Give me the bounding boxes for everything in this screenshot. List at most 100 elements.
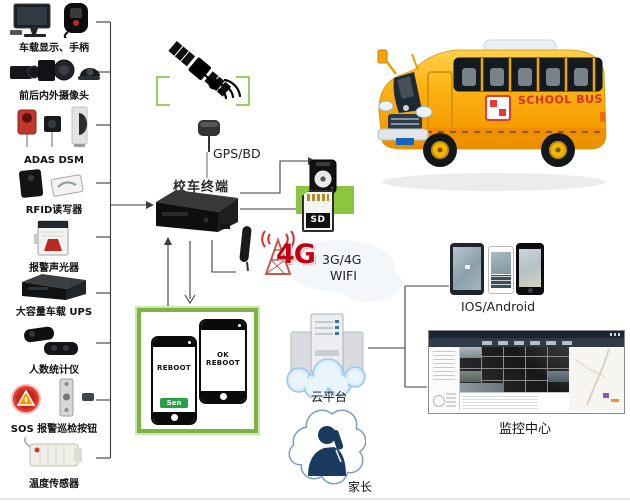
- window-buttons: [610, 333, 622, 336]
- reboot-command-panel: REBOOT Sen OK REBOOT: [137, 308, 258, 433]
- network-label-3g4g: 3G/4G: [322, 252, 362, 267]
- sd-label: SD: [306, 213, 330, 228]
- phone-top-bar: [153, 338, 195, 347]
- temperature-sensor-icon: [23, 436, 82, 467]
- device-label: 温度传感器: [29, 479, 79, 490]
- bus-side-text: SCHOOL BUS: [518, 93, 603, 107]
- mobile-apps-group: [450, 240, 550, 300]
- phone-ok-reboot-text: OK REBOOT: [206, 351, 240, 367]
- network-label-wifi: WIFI: [330, 268, 357, 283]
- monitoring-center-label: 监控中心: [498, 422, 551, 437]
- toolbar-icon: [497, 340, 508, 345]
- device-row: SOS 报警巡检按钮: [2, 377, 106, 436]
- device-row: 车载显示、手柄: [2, 2, 106, 55]
- sd-card-icon: SD: [302, 190, 334, 232]
- phone-bottom-bar: [201, 391, 245, 402]
- phone-top-bar: [201, 321, 245, 330]
- tower-4g-icon: [261, 230, 295, 275]
- bus-icon: SCHOOL BUS: [377, 39, 607, 191]
- people-counter-icon: [24, 326, 78, 355]
- cms-device-tree-panel: [429, 347, 460, 411]
- device-label: 报警声光器: [29, 263, 79, 274]
- black-phone-home: [527, 288, 533, 293]
- device-label: 人数统计仪: [29, 365, 79, 376]
- white-phone-screen: [491, 252, 511, 274]
- mdvr-icon: [156, 190, 238, 232]
- device-label: 大容量车载 UPS: [15, 307, 93, 318]
- tablet-map-marker: [465, 264, 471, 269]
- cms-main: [429, 347, 624, 411]
- device-tree: [433, 350, 455, 380]
- map-roads: [574, 348, 619, 406]
- toolbar-icon: [529, 340, 540, 345]
- phone-reboot: REBOOT Sen: [151, 336, 197, 425]
- device-label: 前后内外摄像头: [19, 91, 89, 102]
- monitoring-center-window: [428, 330, 625, 414]
- black-phone-icon: [516, 243, 544, 295]
- terminal-label: 校车终端: [172, 180, 229, 195]
- page-bottom-rule: [0, 498, 630, 500]
- device-label: 车载显示、手柄: [19, 43, 89, 54]
- device-label: SOS 报警巡检按钮: [10, 424, 98, 435]
- rfid-reader-icon: [18, 169, 84, 198]
- video-thumbnail: [548, 371, 569, 382]
- phone-home-button: [219, 393, 227, 400]
- ptz-buttons: [446, 391, 456, 407]
- cms-title-bar: [429, 331, 624, 338]
- black-phone-screen: [519, 249, 541, 287]
- signal-cloud: [336, 264, 402, 302]
- toolbar-icon: [481, 340, 492, 345]
- satellite-bracket-right: [236, 76, 250, 106]
- device-row: ADAS DSM: [2, 106, 106, 167]
- sd-pins: [307, 194, 329, 201]
- tablet-map-icon: [450, 243, 484, 295]
- sos-button-icon: [11, 378, 94, 417]
- toolbar-icon: [513, 340, 524, 345]
- phone-ok-reboot: OK REBOOT: [199, 319, 247, 404]
- white-phone-list: [491, 275, 511, 288]
- cloud-server-icon: [286, 313, 366, 398]
- device-label: RFID读写器: [25, 205, 83, 216]
- ptz-control: [433, 395, 445, 407]
- display-handset-icon: [10, 3, 88, 41]
- device-row: 温度传感器: [2, 436, 106, 491]
- phone-reboot-text: REBOOT: [157, 364, 191, 372]
- device-row: 大容量车载 UPS: [2, 272, 106, 319]
- vehicle-ups-icon: [22, 274, 86, 300]
- cloud-platform-label: 云平台: [310, 390, 347, 404]
- toolbar-icon: [561, 340, 572, 345]
- cms-map-panel: [569, 347, 624, 411]
- device-row: 前后内外摄像头: [2, 56, 106, 103]
- log-lines: [462, 395, 539, 409]
- toolbar-icon: [545, 340, 556, 345]
- satellite-bracket-left: [156, 76, 170, 106]
- cameras-icon: [10, 59, 100, 81]
- video-thumbnail: [460, 383, 504, 393]
- gps-antenna-icon: [198, 120, 220, 152]
- video-thumbnail: [460, 371, 481, 382]
- send-button: Sen: [160, 398, 188, 408]
- alarm-sound-light-icon: [34, 220, 69, 256]
- device-row: 人数统计仪: [2, 326, 106, 377]
- phone-camera-dot: [238, 324, 241, 327]
- device-row: 报警声光器: [2, 220, 106, 275]
- antenna-4g-icon: [239, 226, 252, 272]
- device-label: ADAS DSM: [24, 155, 84, 166]
- video-thumbnail: [460, 347, 481, 358]
- 4g-badge: 4G: [276, 239, 316, 270]
- cms-toolbar: [429, 338, 624, 347]
- parent-phone-icon: [288, 409, 366, 485]
- event-log: [460, 392, 569, 411]
- device-row: RFID读写器: [2, 168, 106, 217]
- gps-label: GPS/BD: [213, 146, 261, 161]
- video-wall-grid: [460, 347, 569, 393]
- apps-label: IOS/Android: [461, 299, 535, 314]
- phone-bottom-bar: [153, 412, 195, 423]
- satellite-icon: [168, 40, 242, 100]
- phone-camera-dot: [188, 341, 191, 344]
- cms-center-column: [460, 347, 569, 411]
- parents-label: 家长: [348, 480, 373, 494]
- white-phone-icon: [488, 246, 514, 294]
- phone-home-button: [170, 414, 178, 421]
